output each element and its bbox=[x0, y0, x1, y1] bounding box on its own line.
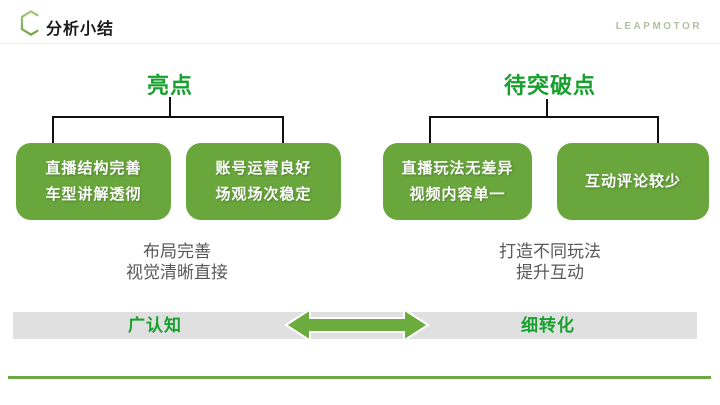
box-no-difference: 直播玩法无差异视频内容单一 bbox=[383, 143, 532, 220]
box-text-line: 车型讲解透彻 bbox=[45, 185, 142, 203]
left-summary-line-2: 视觉清晰直接 bbox=[126, 263, 228, 282]
left-tree-heading: 亮点 bbox=[146, 73, 193, 98]
box-text-line: 直播玩法无差异 bbox=[401, 159, 514, 177]
right-tree-heading: 待突破点 bbox=[503, 73, 596, 98]
header-divider bbox=[0, 43, 720, 44]
hexagon-c-icon bbox=[20, 10, 39, 36]
box-text-line: 场观场次稳定 bbox=[215, 185, 312, 203]
box-text-line: 互动评论较少 bbox=[584, 172, 681, 190]
bottom-green-divider bbox=[8, 376, 711, 379]
left-tree-riser-line bbox=[169, 97, 171, 118]
right-tree-riser-line bbox=[546, 99, 548, 118]
left-tree-stub-line-2 bbox=[282, 116, 284, 144]
axis-label-awareness: 广认知 bbox=[128, 316, 182, 335]
right-summary-line-2: 提升互动 bbox=[516, 263, 584, 282]
right-tree-stub-line-2 bbox=[657, 116, 659, 144]
box-text-line: 视频内容单一 bbox=[409, 185, 506, 203]
left-summary: 布局完善 视觉清晰直接 bbox=[67, 241, 287, 283]
box-live-structure: 直播结构完善车型讲解透彻 bbox=[16, 143, 171, 220]
left-tree-horizontal-line bbox=[52, 116, 284, 118]
box-account-operation: 账号运营良好场观场次稳定 bbox=[186, 143, 341, 220]
axis-label-conversion: 细转化 bbox=[521, 316, 575, 335]
box-text-line: 账号运营良好 bbox=[215, 159, 312, 177]
left-tree-stub-line-1 bbox=[52, 116, 54, 144]
double-headed-arrow-icon bbox=[284, 307, 430, 343]
right-tree-stub-line-1 bbox=[429, 116, 431, 144]
right-summary: 打造不同玩法 提升互动 bbox=[440, 241, 660, 283]
leapmotor-logo: LEAPMOTOR bbox=[615, 21, 702, 32]
right-summary-line-1: 打造不同玩法 bbox=[499, 242, 601, 261]
page-title: 分析小结 bbox=[46, 21, 115, 38]
box-few-comments: 互动评论较少 bbox=[557, 143, 709, 220]
right-tree-horizontal-line bbox=[429, 116, 659, 118]
left-summary-line-1: 布局完善 bbox=[143, 242, 211, 261]
box-text-line: 直播结构完善 bbox=[45, 159, 142, 177]
